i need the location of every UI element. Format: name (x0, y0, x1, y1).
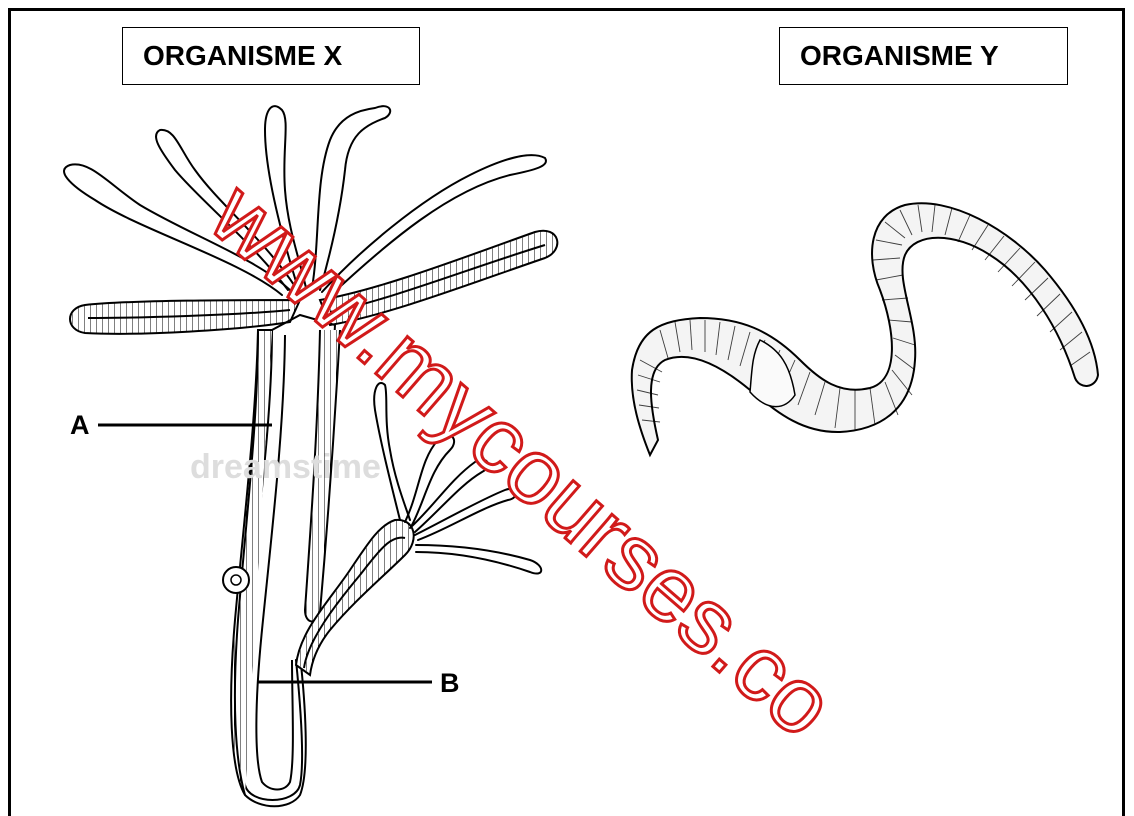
hydra-gonad (223, 567, 249, 593)
hydra-main-body (231, 315, 340, 806)
label-a: A (70, 410, 90, 441)
label-b: B (440, 668, 460, 699)
organism-y-earthworm-drawing (632, 203, 1098, 455)
